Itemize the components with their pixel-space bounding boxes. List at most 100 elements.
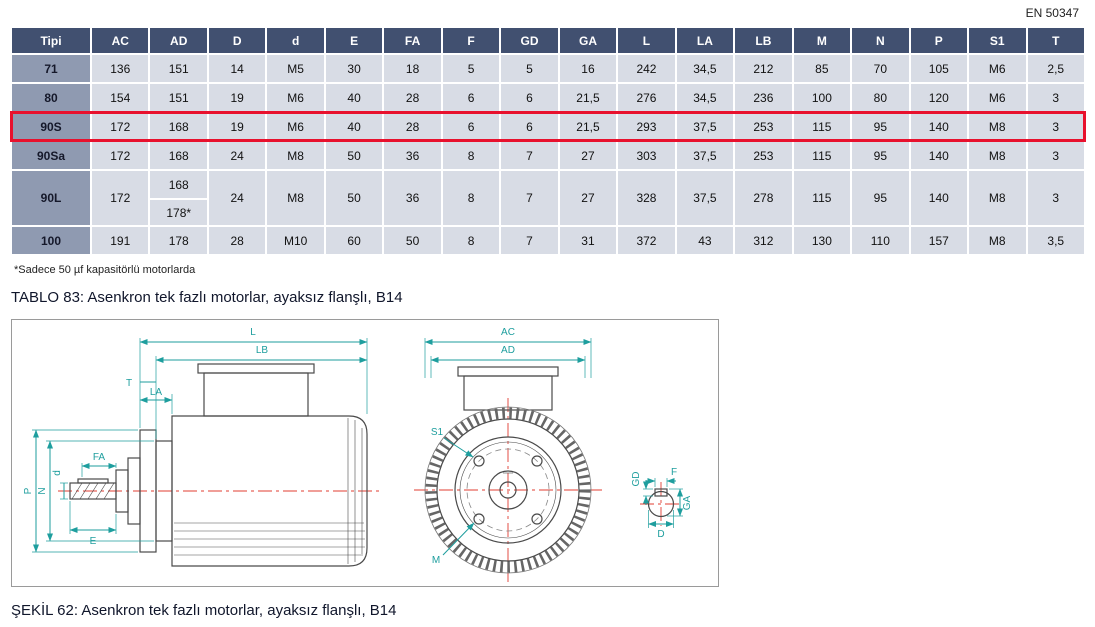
dim-label-d: d (52, 470, 63, 476)
column-header: Tipi (10, 26, 92, 55)
motor-body (171, 415, 368, 567)
terminal-box-lid (197, 363, 315, 374)
value-cell: 212 (733, 53, 794, 84)
value-cell: M8 (265, 169, 326, 227)
value-cell: 95 (850, 140, 911, 171)
value-cell: 50 (323, 169, 385, 227)
row-type-cell: 80 (10, 82, 92, 113)
column-header: M (791, 26, 853, 55)
dim-label-GA: GA (682, 495, 693, 510)
value-cell: 21,5 (557, 111, 619, 142)
value-cell: 40 (323, 82, 385, 113)
standard-reference: EN 50347 (1025, 6, 1079, 20)
dim-label-D: D (657, 529, 664, 540)
column-header: GD (499, 26, 560, 55)
value-cell: 60 (323, 225, 385, 256)
dim-label-T: T (126, 378, 132, 389)
column-header: LB (733, 26, 794, 55)
value-cell: 14 (206, 53, 268, 84)
value-cell: 6 (440, 111, 502, 142)
bolt-hole (473, 513, 485, 525)
value-cell: 100 (791, 82, 853, 113)
figure-box: L LB T LA FA (11, 319, 719, 587)
shaft-section (647, 490, 675, 518)
motor-front-view: AC AD S1 M (414, 327, 602, 582)
dim-label-AD: AD (501, 345, 515, 356)
row-type-cell: 90L (10, 169, 92, 227)
value-cell: 3 (1025, 82, 1086, 113)
fins-outer-edge (424, 406, 592, 574)
value-cell: 130 (791, 225, 853, 256)
value-cell: 157 (908, 225, 970, 256)
body-fins (174, 418, 365, 564)
value-cell: 37,5 (674, 111, 736, 142)
value-cell: M8 (967, 225, 1028, 256)
value-cell: 31 (557, 225, 619, 256)
column-header: N (850, 26, 911, 55)
value-cell: M6 (265, 82, 326, 113)
value-cell: 40 (323, 111, 385, 142)
dim-label-N: N (37, 487, 48, 494)
flange-circle-outer (454, 436, 562, 544)
value-cell: 242 (616, 53, 677, 84)
value-cell: 37,5 (674, 140, 736, 171)
value-cell: 303 (616, 140, 677, 171)
value-cell: 19 (206, 82, 268, 113)
dim-label-GD: GD (631, 472, 642, 487)
value-cell: 50 (323, 140, 385, 171)
value-cell: 28 (206, 225, 268, 256)
column-header: F (440, 26, 502, 55)
value-cell: 276 (616, 82, 677, 113)
dim-label-LA: LA (150, 387, 163, 398)
value-cell: M5 (265, 53, 326, 84)
table-caption: TABLO 83: Asenkron tek fazlı motorlar, a… (11, 289, 403, 306)
dim-label-AC: AC (501, 327, 515, 338)
value-cell: M6 (265, 111, 326, 142)
value-cell: 6 (440, 82, 502, 113)
value-cell: 28 (382, 111, 443, 142)
value-subcell: 178* (151, 198, 206, 224)
value-cell: 3 (1025, 169, 1086, 227)
bolt-hole (473, 455, 485, 467)
value-cell: 140 (908, 140, 970, 171)
dim-label-S1: S1 (431, 427, 444, 438)
value-cell: 30 (323, 53, 385, 84)
value-cell: 172 (89, 169, 151, 227)
value-cell: 8 (440, 225, 502, 256)
value-cell: 36 (382, 140, 443, 171)
value-cell: 140 (908, 169, 970, 227)
value-cell: 168 (148, 140, 209, 171)
value-cell: 3 (1025, 111, 1086, 142)
value-cell: 85 (791, 53, 853, 84)
value-cell: 253 (733, 111, 794, 142)
value-cell: 8 (440, 140, 502, 171)
value-cell: 236 (733, 82, 794, 113)
dim-label-P: P (23, 487, 34, 494)
column-header: L (616, 26, 677, 55)
value-cell: 168 (148, 111, 209, 142)
terminal-box-lid-front (457, 366, 559, 377)
row-type-cell: 71 (10, 53, 92, 84)
value-cell: 110 (850, 225, 911, 256)
value-cell: 95 (850, 111, 911, 142)
key-section (654, 488, 668, 497)
row-type-cell: 90Sa (10, 140, 92, 171)
shaft-end (499, 481, 517, 499)
dim-label-LB: LB (256, 345, 269, 356)
value-cell: 8 (440, 169, 502, 227)
value-cell: 3 (1025, 140, 1086, 171)
value-cell: 36 (382, 169, 443, 227)
column-header: D (206, 26, 268, 55)
value-cell: 115 (791, 140, 853, 171)
column-header: GA (557, 26, 619, 55)
value-cell: 151 (148, 53, 209, 84)
shaft-key (77, 478, 109, 484)
